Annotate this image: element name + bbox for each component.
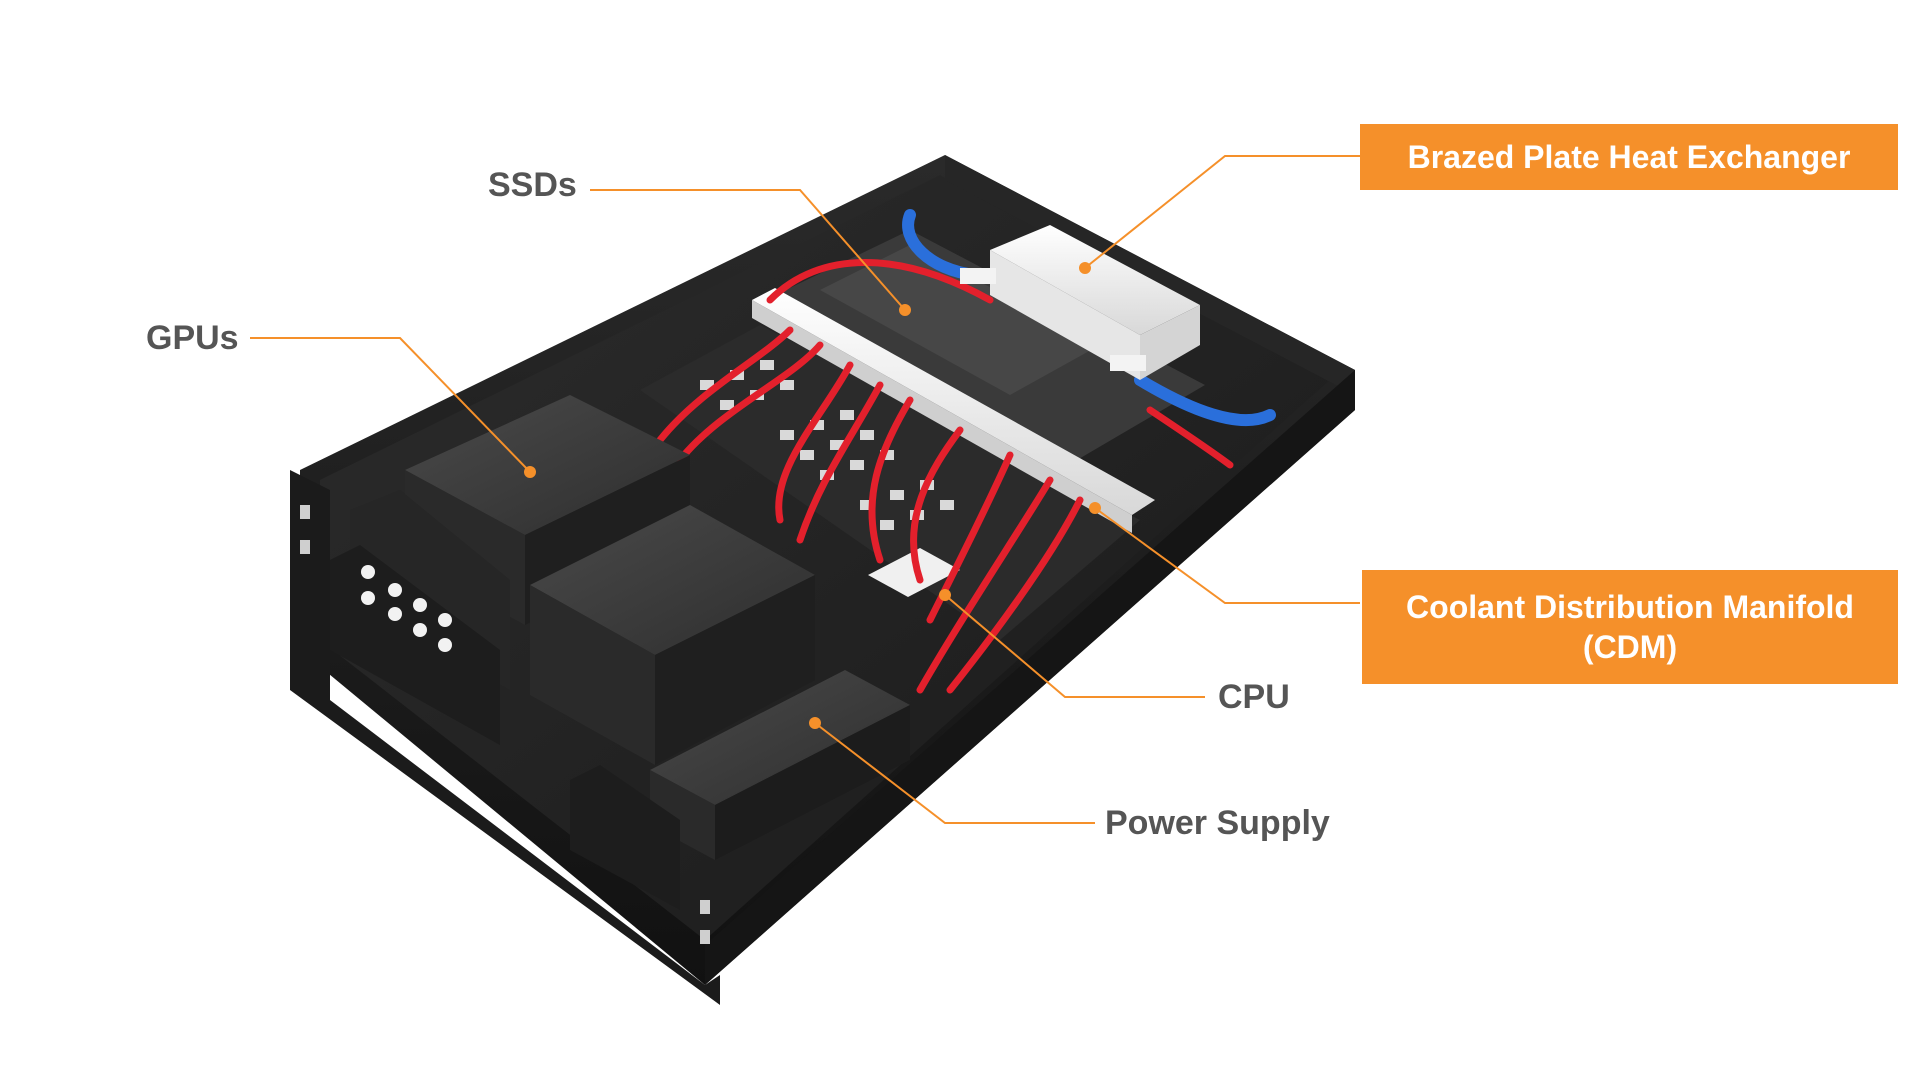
cpu-cold-plate	[868, 548, 960, 597]
power-supply	[650, 670, 910, 860]
callout-dots	[524, 262, 1101, 729]
label-power-supply: Power Supply	[1105, 804, 1330, 842]
callout-cdm: Coolant Distribution Manifold (CDM)	[1362, 570, 1898, 684]
coolant-distribution-manifold	[752, 288, 1155, 533]
callout-heat-exchanger-text: Brazed Plate Heat Exchanger	[1407, 139, 1851, 175]
callout-leaders	[250, 155, 1360, 824]
gpu-block-2	[530, 505, 815, 765]
brazed-plate-heat-exchanger	[960, 225, 1200, 380]
callout-heat-exchanger: Brazed Plate Heat Exchanger	[1360, 124, 1898, 190]
label-ssds: SSDs	[488, 166, 577, 204]
front-ports	[361, 565, 452, 652]
callout-cdm-line1: Coolant Distribution Manifold	[1406, 589, 1854, 625]
label-cpu: CPU	[1218, 678, 1290, 716]
callout-cdm-line2: (CDM)	[1582, 629, 1678, 665]
label-gpus: GPUs	[146, 319, 239, 357]
ssd-bay	[765, 230, 1205, 470]
